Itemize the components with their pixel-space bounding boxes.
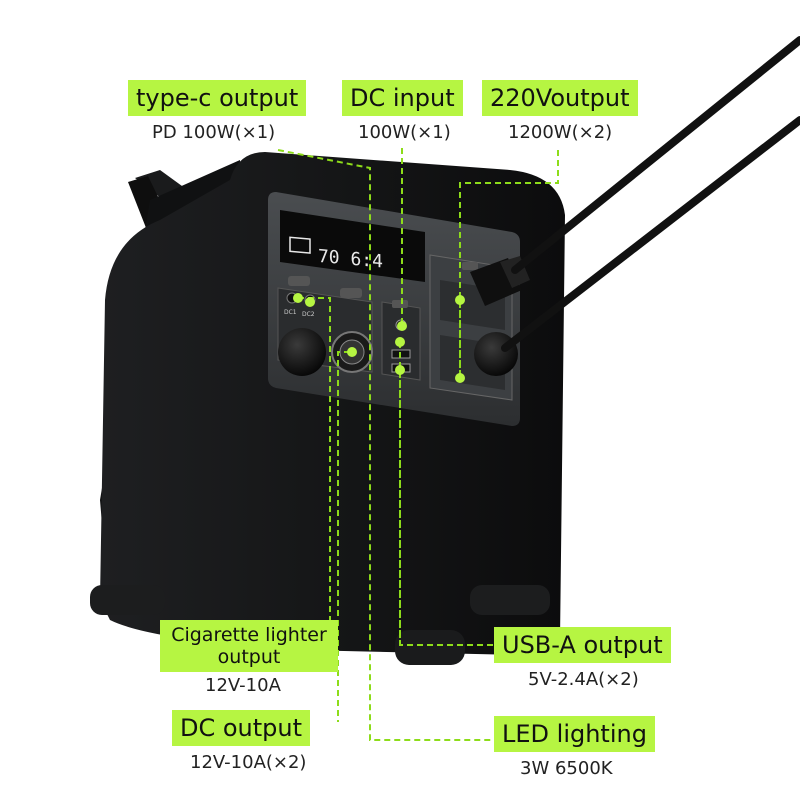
ac-output-spec: 1200W(×2) [508,122,613,143]
dc-input-spec: 100W(×1) [358,122,451,143]
lcd-display [280,210,425,282]
callout-dots [293,293,465,383]
cigarette-lighter-spec: 12V-10A [205,675,281,696]
led-lighting-label: LED lighting [494,716,655,752]
ac-output-label: 220Voutput [482,80,638,116]
typec-output-spec: PD 100W(×1) [152,122,276,143]
svg-text:DC2: DC2 [302,311,315,318]
battery-icon [289,236,311,254]
cable-lower [501,116,800,352]
cigarette-label-line2: output [217,646,281,668]
cigarette-port-cap [278,328,326,376]
callout-lines [277,148,559,741]
dc-output-label: DC output [172,710,311,746]
foot-right [470,585,550,615]
dc-input-label: DC input [342,80,463,116]
cable-upper [511,36,800,274]
typec-output-label: type-c output [128,80,307,116]
cigarette-lighter-label: Cigarette lighter output [160,620,338,672]
led-lighting-spec: 3W 6500K [520,758,613,779]
dc-output-spec: 12V-10A(×2) [190,752,307,773]
svg-text:DC1: DC1 [284,309,297,316]
foot-left [90,585,165,615]
usb-a-output-spec: 5V-2.4A(×2) [528,669,639,690]
cigarette-label-line1: Cigarette lighter [171,624,327,646]
foot-bottom [395,630,465,665]
usb-a-output-label: USB-A output [494,627,671,663]
